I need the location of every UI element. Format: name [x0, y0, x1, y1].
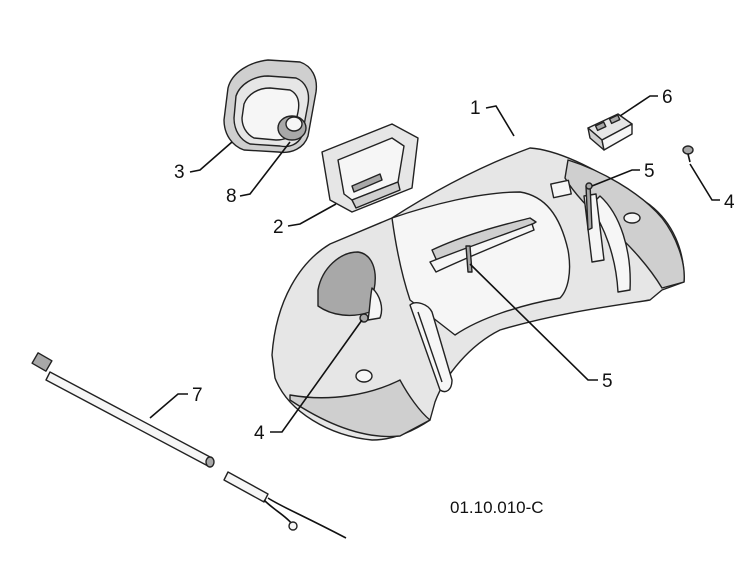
bezel-frame-part-2 — [321, 123, 419, 213]
callout-5-right: 5 — [644, 161, 655, 182]
callout-2: 2 — [273, 217, 284, 238]
callout-labels: 1 2 3 4 4 5 5 6 7 8 — [174, 87, 735, 444]
leader-4-right — [689, 163, 720, 201]
leader-8 — [239, 141, 291, 197]
leader-lines — [149, 95, 720, 433]
headlight-housing-part-3 — [223, 59, 318, 154]
callout-5-center: 5 — [602, 371, 613, 392]
leader-7 — [149, 393, 188, 419]
callout-7: 7 — [192, 385, 203, 406]
callout-6: 6 — [662, 87, 673, 108]
leader-4-left — [270, 319, 363, 433]
switch-part-6 — [587, 113, 633, 151]
hood-cover-part-1 — [271, 147, 685, 441]
callout-3: 3 — [174, 162, 185, 183]
cable-harness-part-7 — [31, 352, 347, 539]
callout-4-left: 4 — [254, 423, 265, 444]
leader-2 — [287, 203, 337, 227]
leader-6 — [619, 95, 658, 117]
bulb-part-8 — [277, 115, 307, 141]
leader-1 — [485, 105, 515, 137]
leader-5-center — [469, 263, 598, 381]
screw-part-4-right — [682, 145, 694, 163]
callout-8: 8 — [226, 186, 237, 207]
callout-1: 1 — [470, 98, 481, 119]
leader-3 — [189, 141, 233, 173]
leader-5-right — [591, 169, 640, 187]
drawing-code: 01.10.010-C — [450, 498, 544, 517]
callout-4-right: 4 — [724, 192, 735, 213]
